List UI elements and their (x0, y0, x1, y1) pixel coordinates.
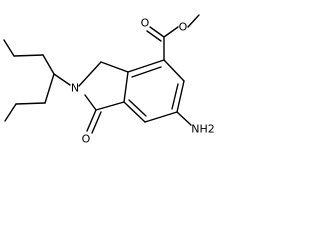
bond-c3a-ch2 (100, 61, 129, 73)
bond-lactam-carbonyl-double-1 (86, 109, 97, 132)
bond-ester-carbonyl-double-1 (149, 26, 165, 38)
bond-ring-c5-c6-inner (171, 83, 179, 110)
bond-upper-ch2-ch3 (3, 39, 15, 57)
bond-ch2-n (78, 61, 102, 87)
bond-ring-c3a-c4-inner (131, 66, 162, 78)
bond-upper-ch2-ch2 (13, 54, 44, 57)
bond-ring-c6-c7 (144, 111, 178, 123)
bond-ch-lower-ch2 (44, 73, 55, 104)
bond-methyl-ester-o (187, 14, 200, 28)
bond-ring-c7a-c3a (123, 71, 129, 103)
ring-nitrogen-label: N (71, 82, 79, 95)
chemical-structure-diagram: O O N O NH2 (3, 14, 215, 146)
bond-ring-c3a-c4 (127, 59, 165, 73)
ester-oxygen-double-label: O (141, 17, 150, 30)
bond-n-ch (53, 73, 71, 86)
bond-lower-ch2-ch3 (4, 103, 17, 122)
bond-carbonyl-c-c7a (95, 101, 125, 111)
ester-oxygen-single-label: O (179, 21, 188, 34)
bond-lower-ch2-ch2 (15, 102, 46, 105)
bond-ch-upper-ch2 (42, 54, 55, 75)
bond-ester-carbonyl-double-2 (146, 30, 162, 42)
lactam-oxygen-label: O (82, 133, 91, 146)
bond-ring-c6-amine (176, 111, 192, 126)
bond-ring-c5-c6 (176, 80, 185, 113)
bond-ring-c7-c7a-inner (128, 99, 147, 117)
bond-ring-c7-c7a (123, 101, 146, 123)
bond-ester-o-carbonyl-c (163, 26, 179, 38)
amine-group-label: NH2 (191, 123, 215, 136)
bond-lactam-carbonyl-double-2 (91, 111, 102, 134)
bond-n-carbonyl-c (84, 94, 97, 111)
bond-ring-c4-c5 (163, 59, 185, 82)
